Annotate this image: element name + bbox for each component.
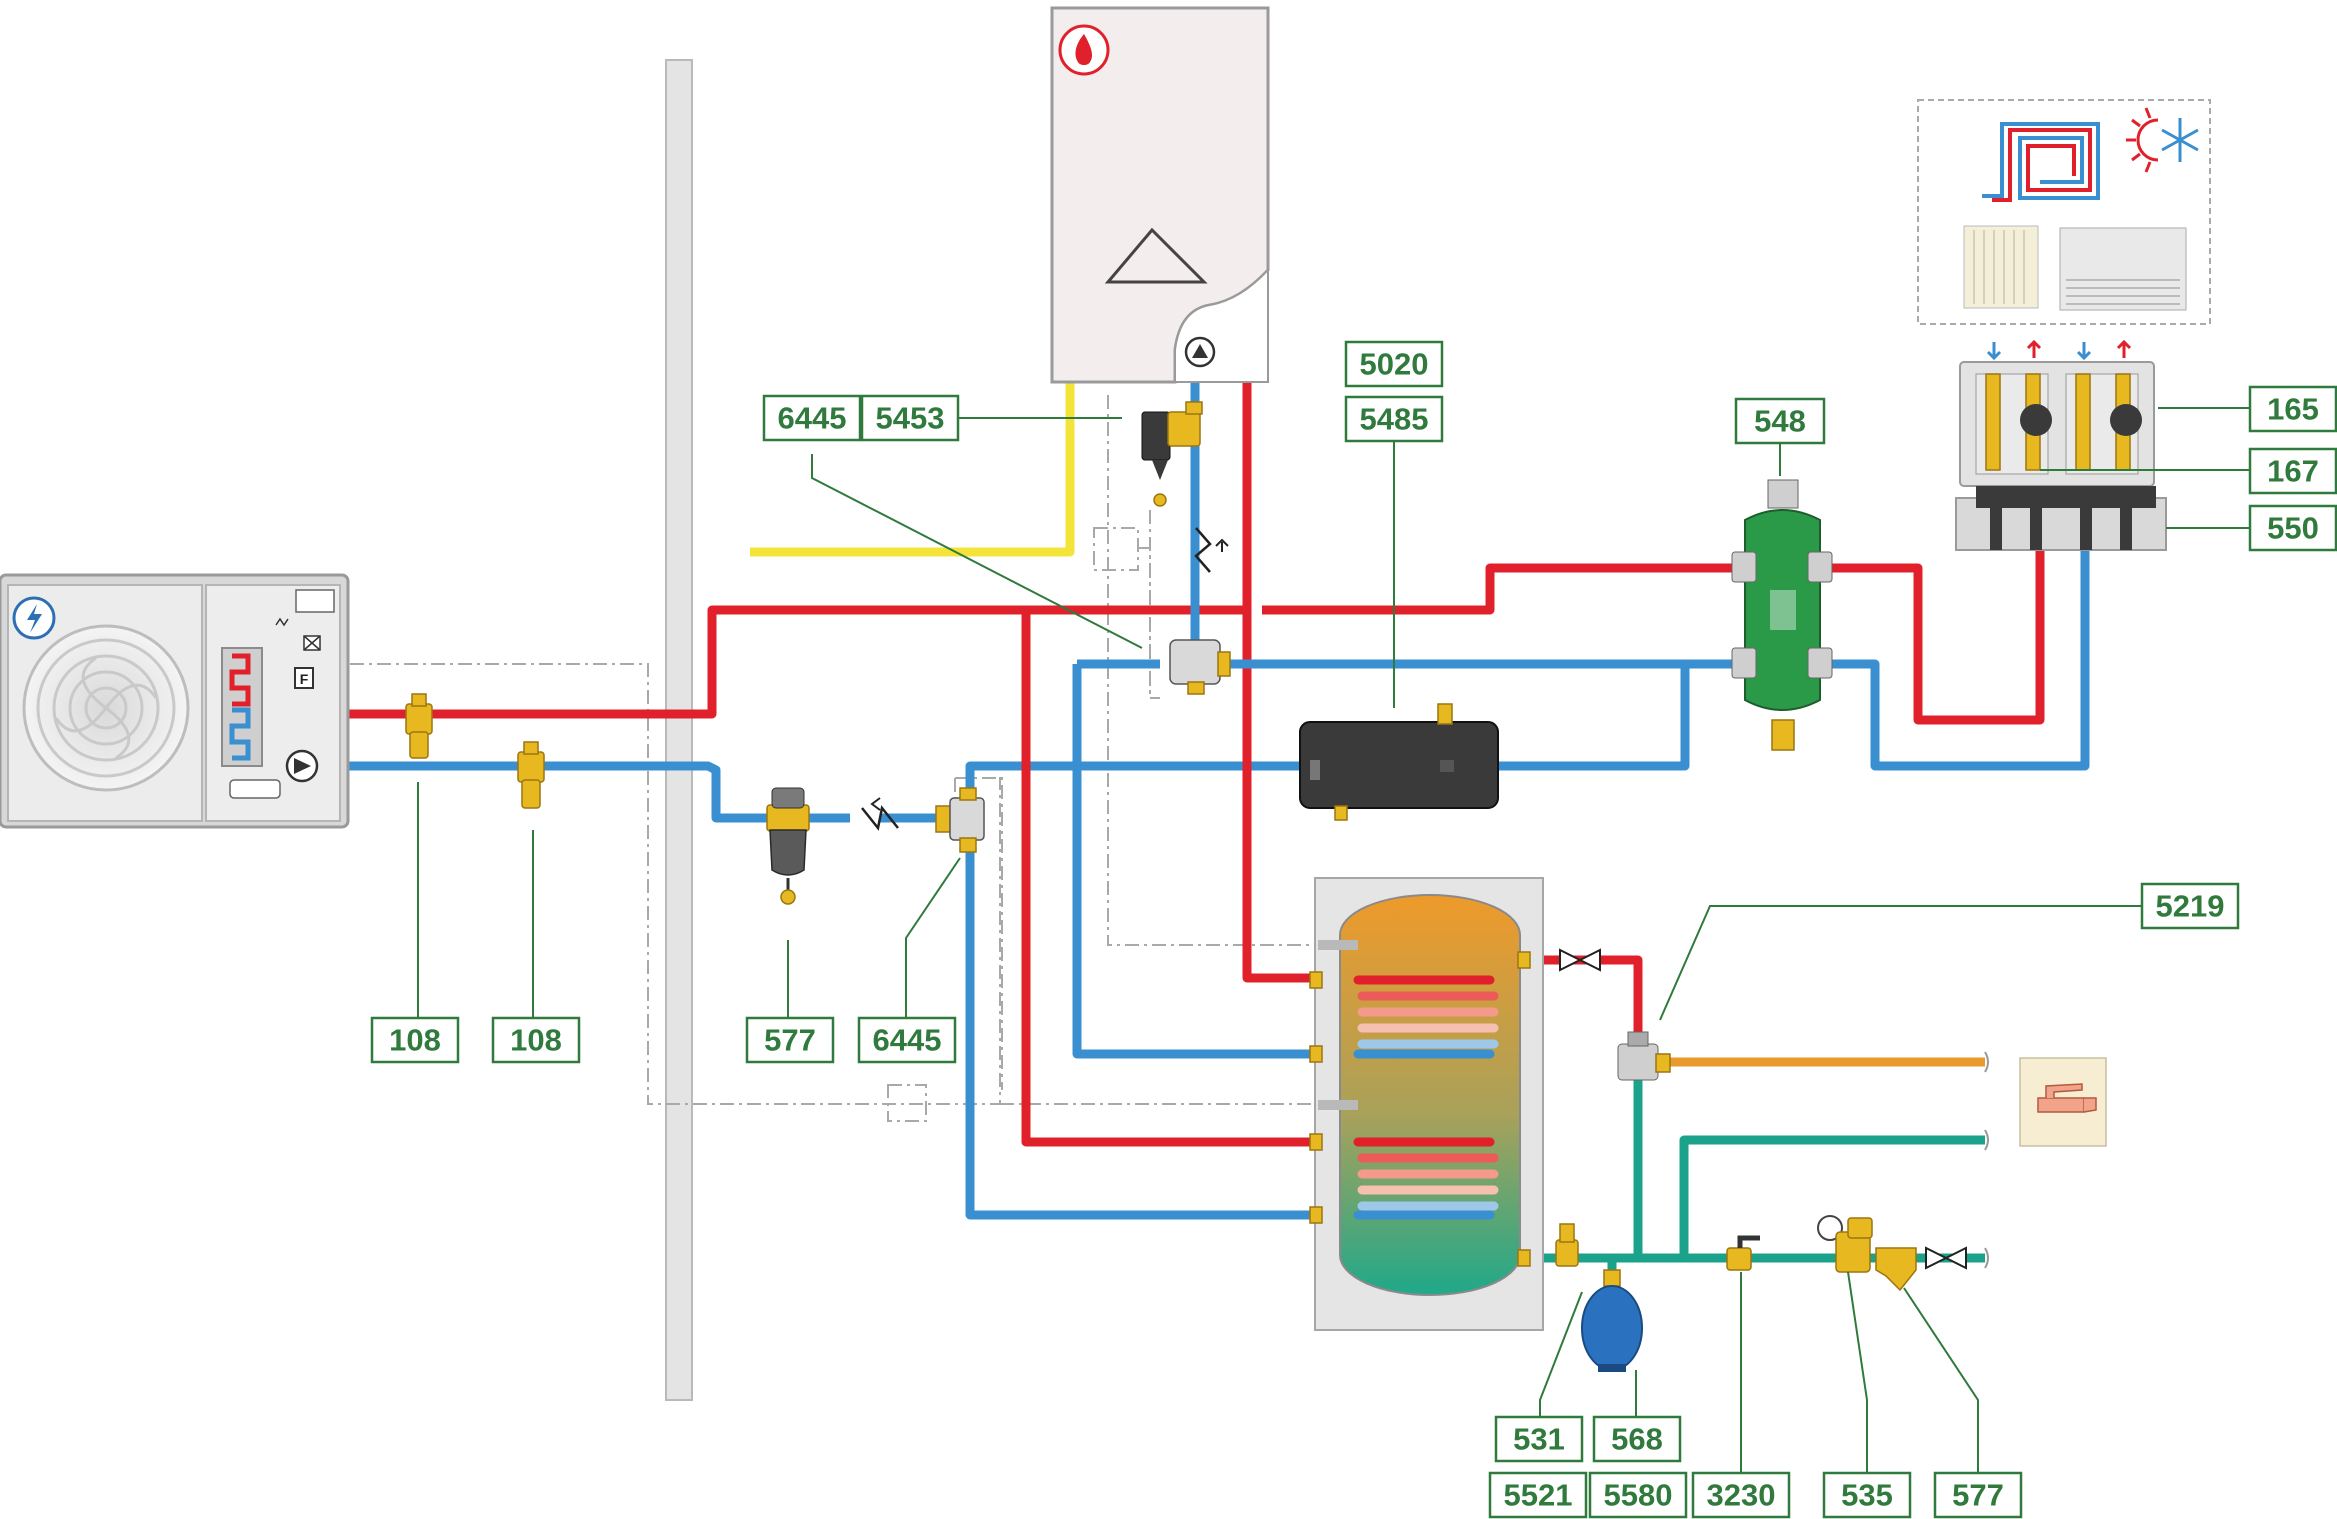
pressure-reducer (1817, 1215, 1873, 1273)
label-boiler-separator-5453: 5453 (860, 394, 960, 442)
svg-text:550: 550 (2267, 511, 2319, 546)
heating-return-pipe (1830, 550, 2090, 771)
svg-text:165: 165 (2267, 392, 2319, 427)
ball-valve (1726, 1235, 1760, 1271)
valve-108-return (517, 741, 545, 809)
label-manifold-165: 165 (2248, 385, 2337, 433)
svg-text:5580: 5580 (1604, 1478, 1673, 1513)
label-expansion-vessel-5580: 5580 (1588, 1471, 1688, 1519)
label-expansion-vessel-568: 568 (1592, 1415, 1682, 1463)
svg-text:6445: 6445 (778, 401, 847, 436)
svg-text:167: 167 (2267, 454, 2319, 489)
dirt-separator (766, 787, 810, 905)
tank-return-pipe-upper (1072, 664, 1318, 1059)
code-labels: 108 108 577 6445 6445 5453 5020 5485 (370, 340, 2337, 1519)
svg-text:5020: 5020 (1360, 347, 1429, 382)
label-hp-diverter-6445: 6445 (857, 1016, 957, 1064)
hp-supply-pipe-continued (1262, 563, 1745, 615)
heat-pump-unit: F (0, 573, 350, 829)
svg-text:5219: 5219 (2156, 889, 2225, 924)
svg-text:568: 568 (1611, 1422, 1663, 1457)
leader-lines (417, 407, 2250, 1474)
label-hp-return-108: 108 (491, 1016, 581, 1064)
diverter-valve-hp (935, 787, 985, 853)
svg-text:5453: 5453 (876, 401, 945, 436)
safety-valve (1555, 1223, 1579, 1267)
flow-meter-letter: F (300, 671, 309, 687)
label-filter-577: 577 (1933, 1471, 2023, 1519)
label-safety-valve-531: 531 (1494, 1415, 1584, 1463)
underfloor-heating-icon (1982, 122, 2100, 202)
label-separator-548: 548 (1734, 397, 1826, 445)
svg-text:548: 548 (1754, 404, 1806, 439)
svg-text:108: 108 (389, 1023, 441, 1058)
label-boiler-diverter-6445: 6445 (762, 394, 862, 442)
svg-text:577: 577 (764, 1023, 816, 1058)
diverter-cold-to-tank (965, 842, 1318, 1220)
wall (665, 59, 693, 1401)
diverter-valve-boiler (1169, 639, 1231, 695)
isolation-valve-hot (1559, 948, 1601, 972)
svg-text:531: 531 (1513, 1422, 1565, 1457)
label-mixing-valve-5219: 5219 (2140, 882, 2240, 930)
control-wiring (350, 395, 1320, 1122)
heating-supply-pipe (1830, 550, 2045, 725)
label-hp-supply-108: 108 (370, 1016, 460, 1064)
svg-text:535: 535 (1841, 1478, 1893, 1513)
lower-coil (1353, 1137, 1499, 1220)
manifold-assembly (1955, 339, 2167, 551)
dhw-storage-tank (1309, 877, 1544, 1331)
gas-pipe (750, 382, 1075, 557)
isolation-valve-cold (1925, 1246, 1967, 1270)
buffer-tank (1299, 703, 1499, 821)
boiler-separator (1141, 401, 1203, 507)
boiler-check-valve (1194, 527, 1229, 573)
svg-text:6445: 6445 (873, 1023, 942, 1058)
label-ball-valve-3230: 3230 (1691, 1471, 1791, 1519)
label-pressure-reducer-535: 535 (1822, 1471, 1912, 1519)
heat-cool-icon (2126, 107, 2199, 173)
expansion-vessel (1581, 1269, 1643, 1372)
label-dirt-separator-577: 577 (745, 1016, 835, 1064)
svg-text:5521: 5521 (1504, 1478, 1573, 1513)
cold-branch-pipe (1679, 1135, 1985, 1258)
label-safety-valve-5521: 5521 (1488, 1471, 1588, 1519)
tank-supply-pipe-lower (1021, 614, 1318, 1147)
valve-108-supply (405, 693, 433, 759)
svg-text:108: 108 (510, 1023, 562, 1058)
hp-return-pipe (230, 761, 850, 823)
label-buffer-5020: 5020 (1344, 340, 1444, 388)
check-valve (861, 797, 899, 831)
svg-text:5485: 5485 (1360, 402, 1429, 437)
upper-coil (1353, 975, 1499, 1059)
label-manifold-167: 167 (2248, 447, 2337, 495)
svg-text:577: 577 (1952, 1478, 2004, 1513)
svg-text:3230: 3230 (1707, 1478, 1776, 1513)
pipe-break-marks (1984, 1051, 1989, 1269)
boiler-supply-pipe (1242, 290, 1318, 983)
flow-meter-box (294, 667, 314, 689)
radiator-icon (1963, 225, 2039, 309)
fan-coil-icon (2059, 227, 2187, 311)
hydraulic-separator (1731, 479, 1833, 751)
label-buffer-5485: 5485 (1344, 395, 1444, 443)
filter-577 (1875, 1247, 1917, 1292)
heat-emitters-panel (1917, 99, 2211, 325)
buffer-to-separator-pipe (1498, 659, 1745, 771)
label-manifold-550: 550 (2248, 504, 2337, 552)
mixing-valve (1617, 1031, 1671, 1081)
boiler (1050, 6, 1270, 384)
tap-icon (2019, 1057, 2107, 1147)
